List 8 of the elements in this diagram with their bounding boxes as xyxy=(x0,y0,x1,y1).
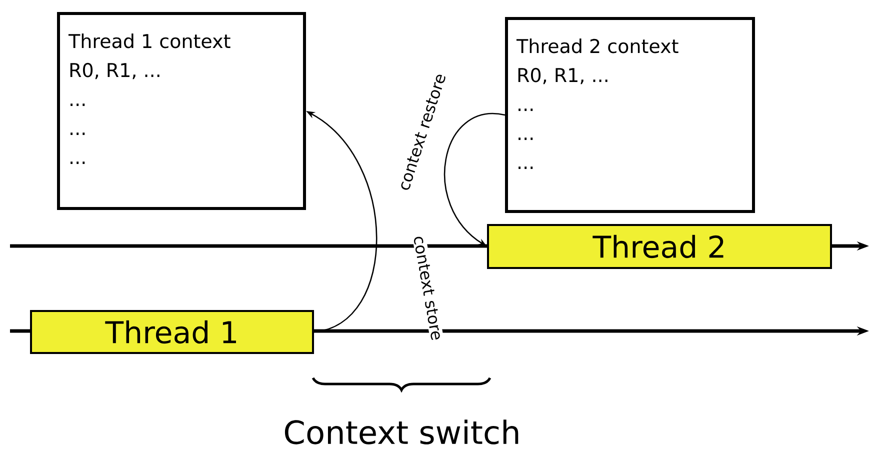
curved-arrow xyxy=(444,113,506,246)
context-box: Thread 1 context R0, R1, ... ... ... ... xyxy=(57,12,306,210)
caption-text: Context switch xyxy=(284,420,518,444)
context-box: Thread 2 context R0, R1, ... ... ... ... xyxy=(505,17,755,213)
edge-label: context restore xyxy=(396,70,448,193)
thread-bar: Thread 1 xyxy=(30,310,314,354)
edge-label: context store xyxy=(412,234,444,342)
thread-bar: Thread 2 xyxy=(487,224,832,269)
